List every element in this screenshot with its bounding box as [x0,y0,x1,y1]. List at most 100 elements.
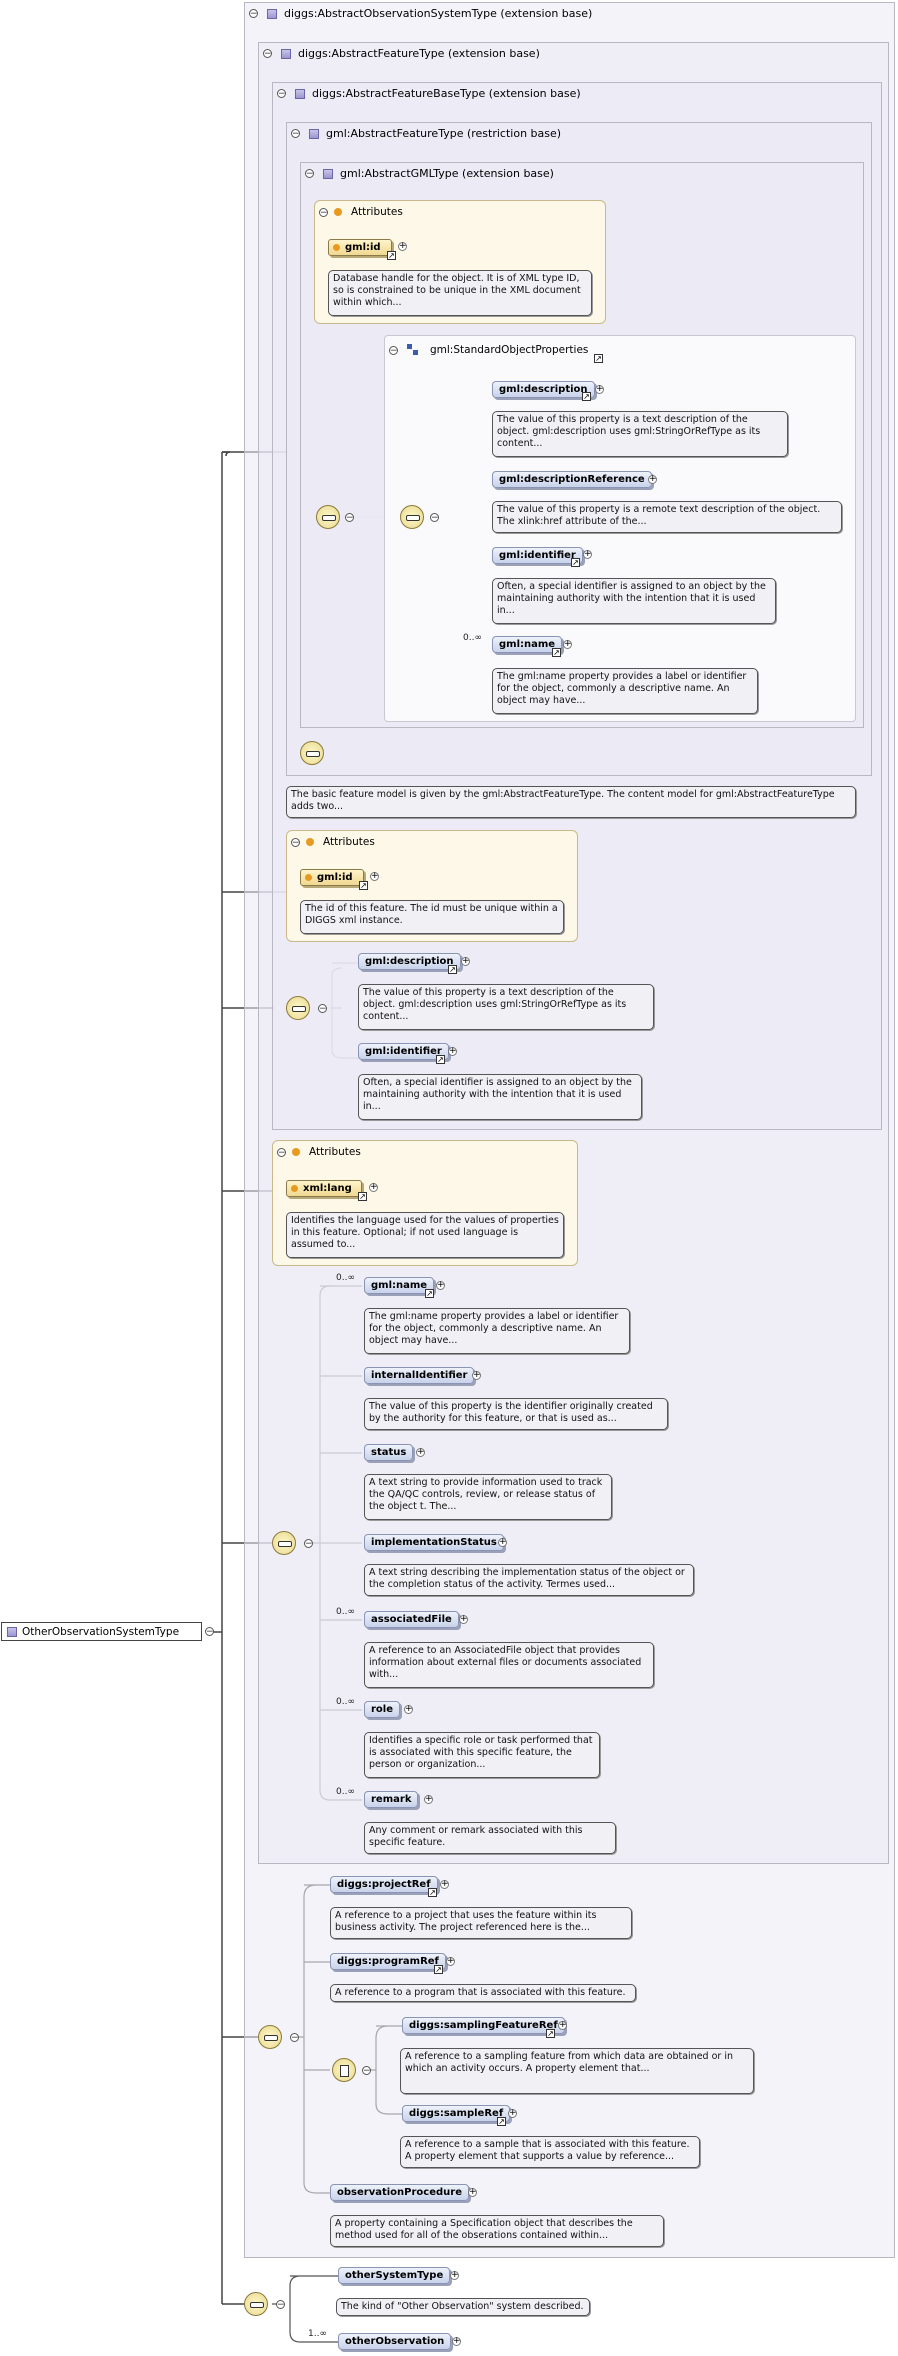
group-icon [407,344,412,349]
expand-plus-icon[interactable]: + [424,1794,433,1804]
doc-annotation: A reference to a sampling feature from w… [400,2048,754,2094]
choice-icon [332,2058,356,2082]
element-project-ref[interactable]: diggs:projectRef [330,1876,438,1893]
expand-plus-icon[interactable]: + [448,1046,457,1056]
doc-annotation: Identifies a specific role or task perfo… [364,1732,600,1778]
attr-xml-lang[interactable]: xml:lang [286,1180,362,1197]
attributes-title: Attributes [309,1146,361,1158]
sequence-icon [272,1531,296,1555]
collapse-toggle[interactable]: − [304,1539,313,1549]
collapse-toggle[interactable]: − [249,9,258,19]
expand-plus-icon[interactable]: + [461,956,470,966]
element-associated-file[interactable]: associatedFile [364,1611,459,1628]
element-gml-name[interactable]: gml:name [364,1277,435,1294]
doc-annotation: Identifies the language used for the val… [286,1212,564,1258]
reference-icon: ↗ [359,881,368,890]
expand-plus-icon[interactable]: + [508,2108,517,2118]
element-other-observation[interactable]: otherObservation [338,2333,452,2350]
expand-plus-icon[interactable]: + [416,1447,425,1457]
sequence-icon [286,996,310,1020]
type-icon [309,129,319,139]
reference-icon: ↗ [594,354,603,363]
element-other-system-type[interactable]: otherSystemType [338,2267,451,2284]
expand-plus-icon[interactable]: + [595,384,604,394]
doc-annotation: The value of this property is a text des… [492,411,788,457]
doc-annotation: Often, a special identifier is assigned … [358,1074,642,1120]
group-icon-part [413,350,418,355]
expand-plus-icon[interactable]: + [440,1879,449,1889]
collapse-toggle[interactable]: − [263,49,272,59]
expand-plus-icon[interactable]: + [583,549,592,559]
element-status[interactable]: status [364,1444,414,1461]
expand-plus-icon[interactable]: + [446,1956,455,1966]
element-gml-identifier[interactable]: gml:identifier [492,547,583,564]
element-internal-identifier[interactable]: internalIdentifier [364,1367,475,1384]
root-type-box[interactable]: OtherObservationSystemType [1,1622,202,1641]
attr-gml-id[interactable]: gml:id [328,239,392,256]
collapse-toggle[interactable]: − [389,346,398,356]
element-observation-procedure[interactable]: observationProcedure [330,2184,469,2201]
element-role[interactable]: role [364,1701,401,1718]
type-icon [295,89,305,99]
collapse-toggle[interactable]: − [290,2033,299,2043]
reference-icon: ↗ [387,251,396,260]
element-sampling-feature-ref[interactable]: diggs:samplingFeatureRef [402,2017,565,2034]
doc-annotation: Any comment or remark associated with th… [364,1822,616,1854]
collapse-toggle[interactable]: − [318,1004,327,1014]
collapse-toggle[interactable]: − [205,1627,214,1637]
doc-annotation: The kind of "Other Observation" system d… [336,2298,590,2316]
attribute-dot-icon [333,244,340,251]
expand-plus-icon[interactable]: + [563,639,572,649]
collapse-toggle[interactable]: − [291,129,300,139]
collapse-toggle[interactable]: − [319,208,328,218]
attribute-dot-icon [305,874,312,881]
attributes-title: Attributes [351,206,403,218]
expand-plus-icon[interactable]: + [558,2020,567,2030]
extension-label: diggs:AbstractFeatureBaseType (extension… [312,87,581,100]
element-program-ref[interactable]: diggs:programRef [330,1953,446,1970]
sequence-icon [244,2292,268,2316]
element-sample-ref[interactable]: diggs:sampleRef [402,2105,511,2122]
expand-plus-icon[interactable]: + [404,1704,413,1714]
collapse-toggle[interactable]: − [430,513,439,523]
element-gml-description[interactable]: gml:description [358,953,461,970]
expand-plus-icon[interactable]: + [398,241,407,251]
expand-plus-icon[interactable]: + [498,1537,507,1547]
element-gml-description[interactable]: gml:description [492,381,595,398]
occurrence-label: 0..∞ [336,1607,355,1617]
expand-plus-icon[interactable]: + [468,2187,477,2197]
expand-plus-icon[interactable]: + [648,474,657,484]
sequence-icon [258,2025,282,2049]
attribute-icon [292,1148,300,1156]
extension-label: diggs:AbstractObservationSystemType (ext… [284,7,593,20]
element-gml-description-reference[interactable]: gml:descriptionReference [492,471,652,488]
expand-plus-icon[interactable]: + [452,2336,461,2346]
expand-plus-icon[interactable]: + [472,1370,481,1380]
doc-annotation: A reference to a sample that is associat… [400,2136,700,2168]
expand-plus-icon[interactable]: + [436,1280,445,1290]
collapse-toggle[interactable]: − [276,2300,285,2310]
attribute-icon [334,208,342,216]
element-implementation-status[interactable]: implementationStatus [364,1534,504,1551]
expand-plus-icon[interactable]: + [370,871,379,881]
doc-annotation: The basic feature model is given by the … [286,786,856,818]
collapse-toggle[interactable]: − [362,2066,371,2076]
collapse-toggle[interactable]: − [345,513,354,523]
collapse-toggle[interactable]: − [277,89,286,99]
element-gml-name[interactable]: gml:name [492,636,563,653]
collapse-toggle[interactable]: − [277,1148,286,1158]
reference-icon: ↗ [358,1192,367,1201]
attr-gml-id[interactable]: gml:id [300,869,364,886]
expand-plus-icon[interactable]: + [450,2270,459,2280]
expand-plus-icon[interactable]: + [459,1614,468,1624]
expand-plus-icon[interactable]: + [369,1182,378,1192]
sequence-icon [400,505,424,529]
doc-annotation: A reference to a program that is associa… [330,1984,636,2002]
reference-icon: ↗ [582,392,591,401]
type-icon [267,9,277,19]
collapse-toggle[interactable]: − [305,169,314,179]
reference-icon: ↗ [571,558,580,567]
collapse-toggle[interactable]: − [291,838,300,848]
element-remark[interactable]: remark [364,1791,419,1808]
reference-icon: ↗ [436,1055,445,1064]
